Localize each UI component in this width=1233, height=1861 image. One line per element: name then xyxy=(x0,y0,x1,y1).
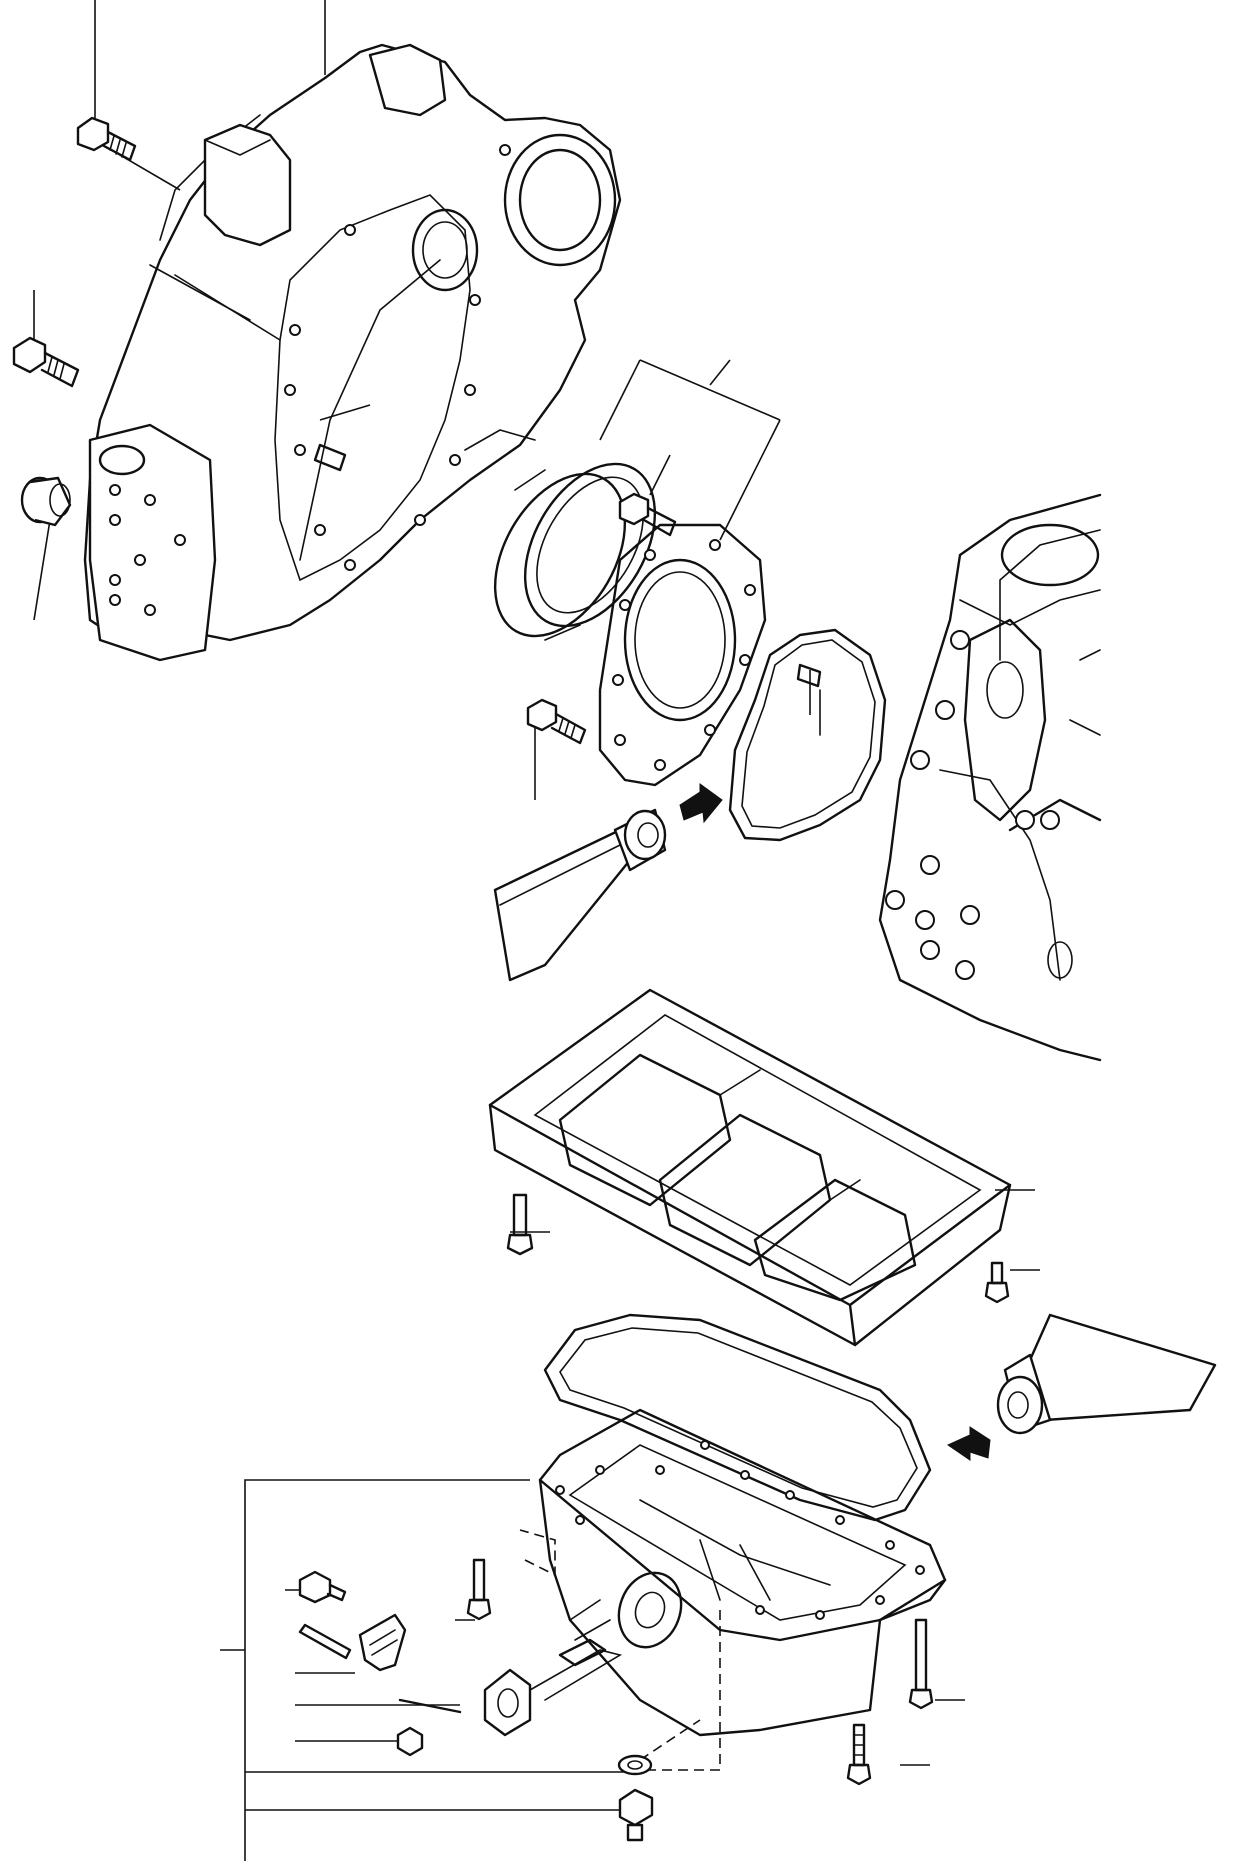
gauge-bolt xyxy=(298,1570,347,1604)
rear-seal-housing xyxy=(598,523,767,787)
oil-level-gauge xyxy=(483,1599,623,1737)
gauge-screw xyxy=(396,1726,424,1757)
housing-bolt-upper xyxy=(76,116,137,162)
sealant-tube-upper xyxy=(493,808,667,982)
spacer-bolt-left xyxy=(506,1193,534,1256)
gauge-stick xyxy=(298,1623,352,1660)
oil-pan-bolt-right xyxy=(908,1618,934,1710)
flywheel-housing xyxy=(83,43,622,662)
cylinder-block xyxy=(878,493,1102,1062)
oil-pan xyxy=(538,1408,947,1737)
housing-plug xyxy=(20,476,72,527)
gauge-clip xyxy=(358,1613,407,1672)
sealant-tube-lower xyxy=(996,1313,1217,1435)
seal-housing-bolt-lower xyxy=(526,698,587,745)
rear-oil-seal xyxy=(493,462,657,641)
spacer-bolt-right xyxy=(984,1261,1010,1304)
drain-washer xyxy=(617,1754,653,1776)
oil-pan-bolt-bottom xyxy=(846,1723,872,1786)
oil-pan-spacer xyxy=(488,988,1012,1347)
housing-gasket xyxy=(728,628,887,842)
assembly-arrow-upper xyxy=(679,783,723,824)
assembly-arrow-lower xyxy=(946,1426,991,1461)
oil-pan-bolt-left xyxy=(466,1558,492,1621)
seal-housing-bolt-upper xyxy=(618,492,677,537)
gauge-rod xyxy=(398,1698,462,1714)
drain-plug xyxy=(618,1788,654,1842)
housing-bolt-middle xyxy=(12,336,80,388)
